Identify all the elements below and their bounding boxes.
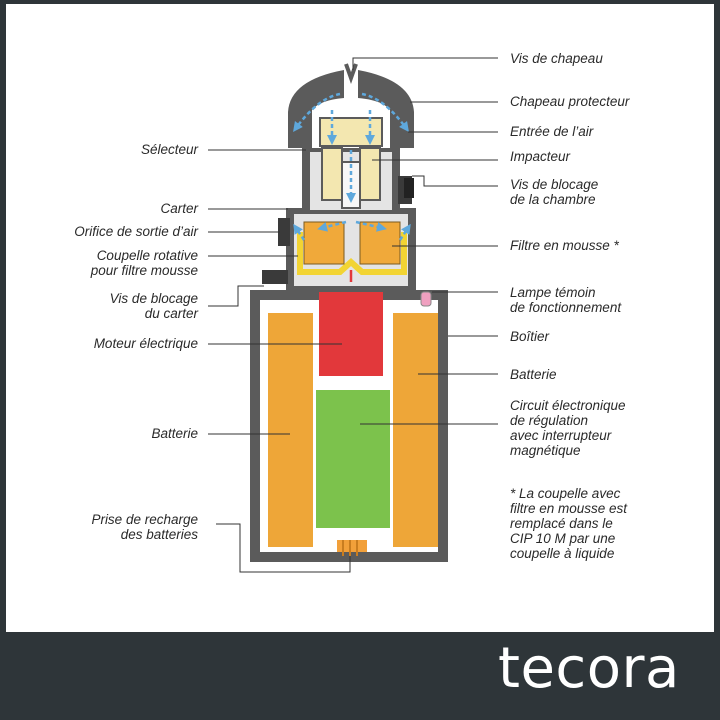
charge-port-shape (337, 540, 367, 556)
label-circuit-line2: de régulation (510, 413, 589, 428)
label-entree-air: Entrée de l’air (510, 124, 594, 139)
label-vis-carter-line1: Vis de blocage (109, 291, 198, 306)
label-vis-carter: Vis de blocage du carter (110, 291, 198, 321)
battery-right-shape (393, 313, 438, 547)
label-prise-line1: Prise de recharge (91, 512, 198, 527)
footnote-line4: CIP 10 M par une (510, 531, 616, 546)
label-coupelle-line2: pour filtre mousse (90, 263, 198, 278)
label-prise-line2: des batteries (120, 527, 198, 542)
footnote-line5: coupelle à liquide (510, 546, 615, 561)
label-moteur: Moteur électrique (93, 336, 198, 351)
label-chapeau-protecteur: Chapeau protecteur (510, 94, 630, 109)
label-lampe-line2: de fonctionnement (510, 300, 622, 315)
label-vis-blocage-chambre-line1: Vis de blocage (510, 177, 599, 192)
label-vis-blocage-chambre: Vis de blocage de la chambre (510, 177, 598, 207)
label-vis-carter-line2: du carter (144, 306, 198, 321)
brand-logo: tecora (498, 636, 680, 701)
label-filtre-mousse: Filtre en mousse * (510, 238, 619, 253)
label-impacteur: Impacteur (510, 149, 571, 164)
label-carter: Carter (160, 201, 198, 216)
label-batterie-gauche: Batterie (151, 426, 198, 441)
footnote-line3: remplacé dans le (510, 516, 613, 531)
lamp-shape (420, 291, 432, 307)
cup-shape (297, 232, 407, 275)
label-orifice: Orifice de sortie d’air (74, 224, 198, 239)
label-vis-blocage-chambre-line2: de la chambre (510, 192, 596, 207)
motor-shape (319, 282, 383, 376)
cap-shape (288, 70, 414, 148)
battery-left-shape (268, 313, 313, 547)
label-prise-recharge: Prise de recharge des batteries (91, 512, 198, 542)
label-circuit-line4: magnétique (510, 443, 581, 458)
label-selecteur: Sélecteur (140, 142, 198, 157)
label-boitier: Boîtier (510, 329, 550, 344)
air-flow (293, 92, 411, 241)
label-vis-de-chapeau: Vis de chapeau (510, 51, 603, 66)
label-circuit-line1: Circuit électronique (510, 398, 626, 413)
label-coupelle: Coupelle rotative pour filtre mousse (91, 248, 198, 278)
circuit-shape (316, 390, 390, 528)
label-lampe-line1: Lampe témoin (510, 285, 596, 300)
label-circuit-line3: avec interrupteur (510, 428, 612, 443)
label-coupelle-line1: Coupelle rotative (96, 248, 198, 263)
label-lampe-temoin: Lampe témoin de fonctionnement (510, 285, 621, 315)
footnote: * La coupelle avec filtre en mousse est … (510, 486, 627, 561)
cap-screw-shape (344, 63, 358, 84)
footnote-line1: * La coupelle avec (510, 486, 621, 501)
label-circuit: Circuit électronique de régulation avec … (510, 398, 626, 458)
label-batterie-droite: Batterie (510, 367, 557, 382)
footnote-line2: filtre en mousse est (510, 501, 628, 516)
leader-lines (208, 57, 498, 573)
chamber-screw-shape (404, 178, 414, 198)
